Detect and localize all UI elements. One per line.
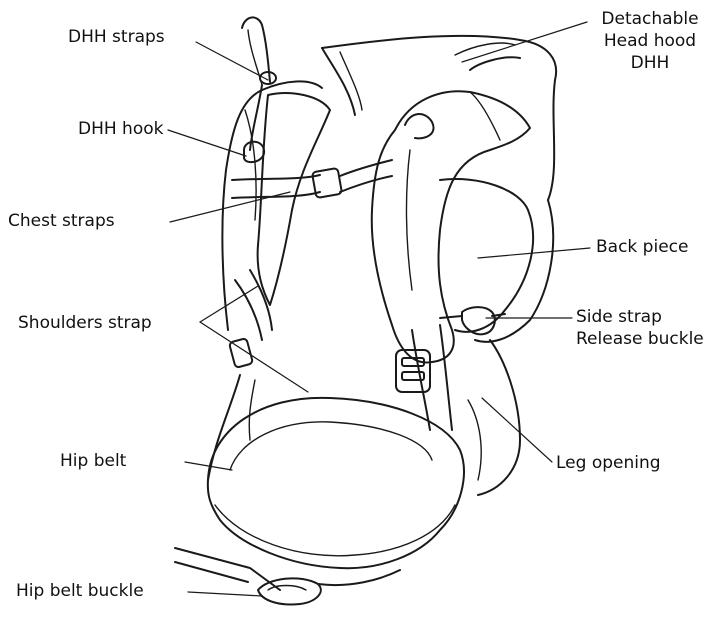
label-shoulders-strap: Shoulders strap xyxy=(18,312,152,334)
label-hip-belt-buckle: Hip belt buckle xyxy=(16,580,144,602)
label-detachable-line-2: Head hood xyxy=(585,30,715,52)
label-detachable-line-1: Detachable xyxy=(585,8,715,30)
label-dhh-straps: DHH straps xyxy=(68,26,165,48)
left-shoulder-strap xyxy=(258,93,330,305)
label-detachable-line-3: DHH xyxy=(585,52,715,74)
chest-buckle xyxy=(312,168,342,198)
label-side-strap-line-1: Side strap xyxy=(576,306,704,328)
chest-strap xyxy=(232,175,320,198)
leader-back-piece xyxy=(478,248,590,258)
label-side-strap-release-buckle: Side strap Release buckle xyxy=(576,306,704,350)
right-lower-strap xyxy=(412,325,452,430)
hip-belt xyxy=(208,398,464,568)
label-chest-straps: Chest straps xyxy=(8,210,115,232)
head-hood xyxy=(322,36,556,200)
leader-hip-belt-buckle xyxy=(188,592,262,596)
label-side-strap-line-2: Release buckle xyxy=(576,328,704,350)
label-detachable-head-hood: Detachable Head hood DHH xyxy=(585,8,715,74)
label-leg-opening: Leg opening xyxy=(556,452,661,474)
label-back-piece: Back piece xyxy=(596,236,688,258)
label-dhh-hook: DHH hook xyxy=(78,118,163,140)
leader-dhh-straps xyxy=(196,42,268,80)
leader-dhh-hook xyxy=(168,130,246,156)
label-hip-belt: Hip belt xyxy=(60,450,126,472)
right-shoulder-strap xyxy=(372,91,530,362)
leader-chest-straps xyxy=(170,192,290,222)
leg-opening xyxy=(478,340,520,495)
leader-detachable-hood xyxy=(462,22,587,62)
